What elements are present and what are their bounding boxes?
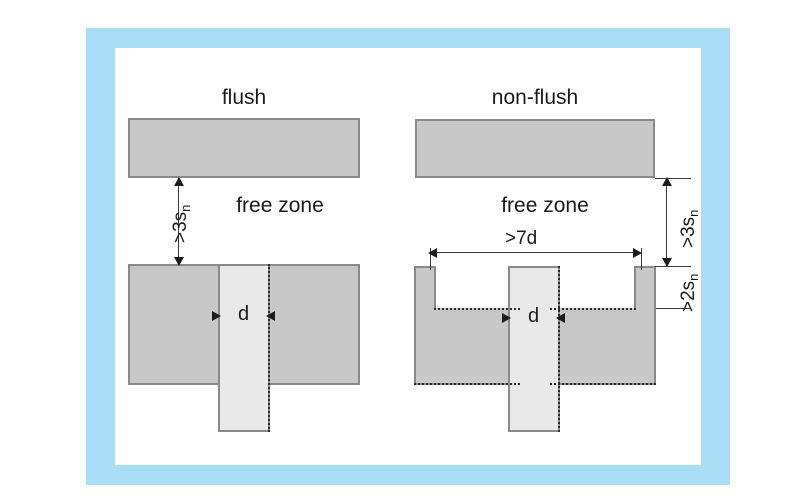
non-flush-width-arrow-right [633,248,642,258]
non-flush-3sn-arrow-down [662,258,672,267]
non-flush-target-plate [415,119,655,178]
flush-mount-plate-left [128,264,220,385]
flush-sensor-body [218,264,270,432]
flush-free-zone-dim-label: >3sn [170,204,193,243]
flush-free-zone-dim-line [178,178,179,265]
non-flush-3sn-text: >3s [678,216,699,248]
non-flush-width-dim-label: >7d [505,228,538,249]
non-flush-2sn-text: >2s [678,280,699,312]
non-flush-width-ext-left [430,248,431,270]
non-flush-recess-bottom-leader [656,308,691,309]
non-flush-free-zone-label: free zone [501,194,589,217]
non-flush-diameter-label: d [528,305,540,327]
non-flush-sensor-hidden-edge [558,266,560,432]
non-flush-width-dim-line [430,252,640,253]
non-flush-3sn-sub: n [685,209,701,217]
non-flush-recess-floor-left [434,308,520,310]
non-flush-block-floor-right [552,308,656,385]
flush-dim-arrow-down [174,257,184,266]
flush-free-zone-label: free zone [236,194,324,217]
flush-sensor-hidden-edge [268,264,270,432]
flush-d-arrow-left [212,311,221,321]
flush-title: flush [221,86,267,109]
non-flush-block-bottom-right [550,383,656,385]
flush-d-arrow-right [266,311,275,321]
non-flush-2sn-sub: n [685,273,701,281]
non-flush-top-leader [655,178,691,179]
non-flush-width-arrow-left [428,248,437,258]
flush-dim-text: >3s [170,211,191,243]
flush-dim-arrow-up [174,177,184,186]
flush-diameter-label: d [238,303,250,325]
non-flush-3sn-arrow-up [662,177,672,186]
non-flush-free-zone-dim-label: >3sn [678,209,701,248]
non-flush-sensor-body [508,266,560,432]
non-flush-d-arrow-right [556,313,565,323]
flush-mount-plate-right [268,264,360,385]
non-flush-depth-dim-label: >2sn [678,273,701,312]
non-flush-width-ext-right [641,248,642,270]
non-flush-block-bottom-left [414,383,520,385]
non-flush-recess-top-leader [655,266,691,267]
non-flush-title: non-flush [491,86,579,109]
flush-target-plate [128,118,360,178]
non-flush-d-arrow-left [502,313,511,323]
non-flush-free-zone-dim-line [666,178,667,266]
non-flush-recess-floor-right [550,308,636,310]
flush-dim-sub: n [177,204,193,212]
white-drawing-area [115,48,701,465]
